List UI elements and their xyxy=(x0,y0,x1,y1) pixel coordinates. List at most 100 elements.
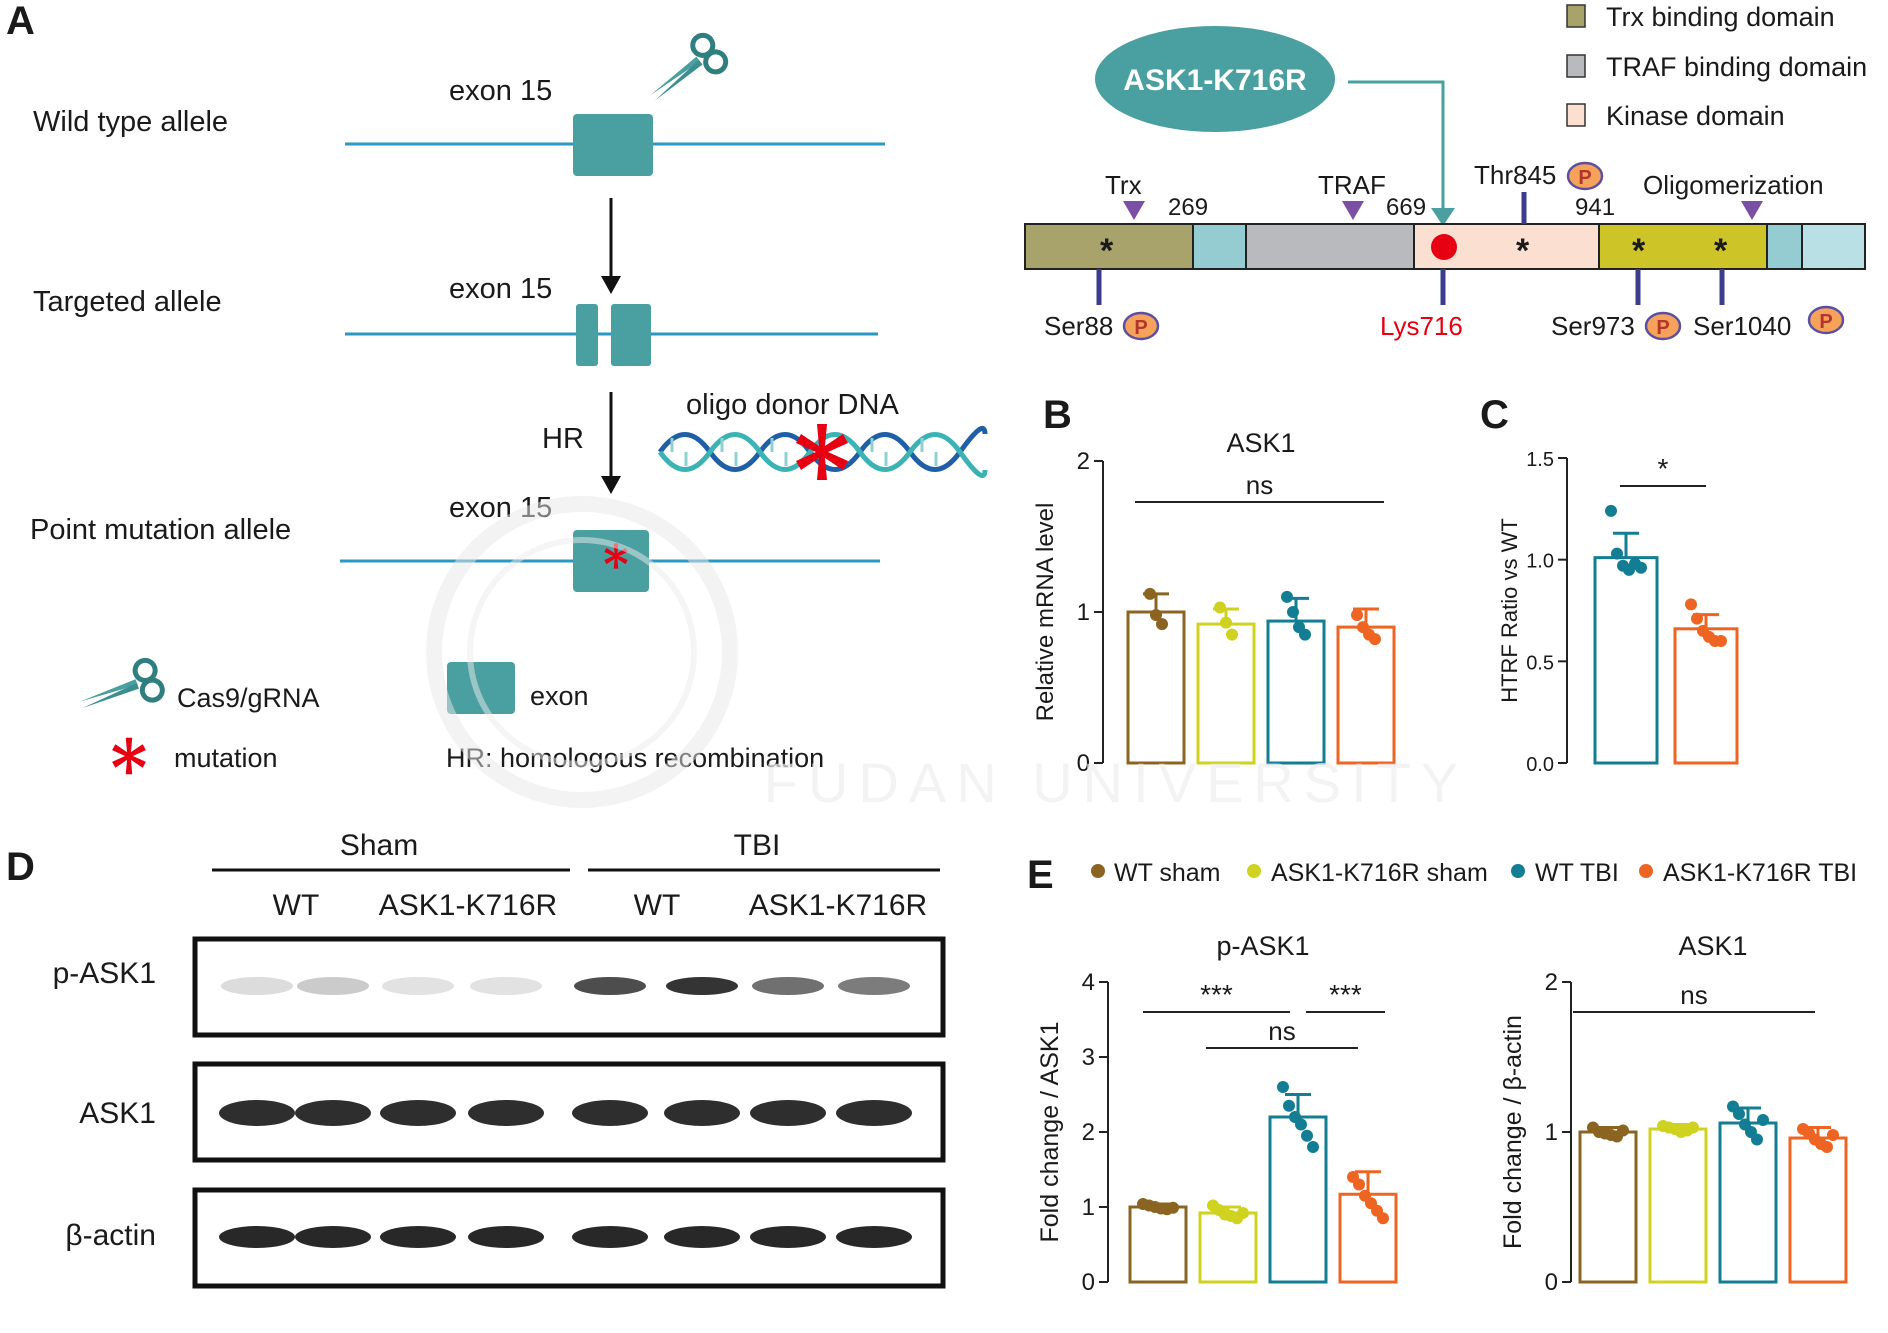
bar xyxy=(1266,619,1326,765)
data-point xyxy=(1353,1178,1365,1191)
legend-cas9-label: Cas9/gRNA xyxy=(177,683,320,713)
significance-label: ns xyxy=(1680,980,1707,1010)
y-tick-label: 1 xyxy=(1545,1119,1558,1146)
data-point xyxy=(1237,1207,1249,1219)
data-point xyxy=(1167,1201,1179,1214)
thr845-label: Thr845 xyxy=(1474,160,1556,190)
data-point xyxy=(1277,1081,1289,1093)
lane-label-k716r-tbi: ASK1-K716R xyxy=(749,889,927,922)
beta-actin-band xyxy=(836,1226,912,1248)
scissors-icon xyxy=(650,32,729,101)
y-tick-label: 0 xyxy=(1082,1269,1095,1296)
ask1-domain-bar xyxy=(1024,223,1866,270)
ser973-phospho-glyph: P xyxy=(1656,317,1669,339)
ser1040-label: Ser1040 xyxy=(1693,311,1791,341)
domain-star-trx: * xyxy=(1100,232,1114,270)
traf-label: TRAF xyxy=(1318,170,1386,200)
y-tick-label: 1 xyxy=(1077,599,1090,626)
beta-actin-band xyxy=(572,1226,648,1248)
data-point xyxy=(1281,590,1293,603)
row-label-p-ask1: p-ASK1 xyxy=(53,957,156,990)
y-tick-label: 0.5 xyxy=(1526,652,1554,674)
sham-label: Sham xyxy=(340,829,418,862)
p-ask1-band xyxy=(221,977,293,995)
tbi-label: TBI xyxy=(734,829,781,862)
ask1-band xyxy=(219,1100,295,1126)
data-point xyxy=(1605,504,1617,517)
panel-label-c: C xyxy=(1480,393,1509,437)
data-point xyxy=(1156,618,1168,631)
construct-arrow-head xyxy=(1431,208,1455,226)
domain-star-coil-1: * xyxy=(1632,232,1646,270)
lane-label-wt-sham: WT xyxy=(273,889,320,922)
data-point xyxy=(1377,1212,1389,1225)
data-point xyxy=(1611,547,1623,560)
chart-title: ASK1 xyxy=(1226,428,1295,458)
ser88-phospho-icon: P xyxy=(1122,311,1160,341)
cut-exon-right xyxy=(611,304,651,366)
data-point xyxy=(1150,609,1162,622)
row-label-beta-actin: β-actin xyxy=(65,1219,156,1252)
exon-label-1: exon 15 xyxy=(449,75,552,107)
panel-label-b: B xyxy=(1043,393,1072,437)
y-tick-label: 0 xyxy=(1545,1269,1558,1296)
legend-traf-swatch xyxy=(1566,54,1586,78)
domain-legend: Trx binding domain TRAF binding domain K… xyxy=(1566,2,1867,131)
legend-e-k716r-sham: ASK1-K716R sham xyxy=(1271,859,1488,887)
ser973-phospho-icon: P xyxy=(1644,311,1682,341)
data-point xyxy=(1715,635,1727,647)
row-label-ask1: ASK1 xyxy=(79,1097,156,1130)
bar xyxy=(1128,1205,1188,1284)
legend-e-dot-k716r-tbi xyxy=(1639,864,1653,878)
oligo-triangle-icon xyxy=(1741,201,1763,220)
y-tick-label: 0.0 xyxy=(1526,754,1554,776)
mutation-asterisk-icon xyxy=(796,424,848,480)
targeted-allele-label: Targeted allele xyxy=(33,286,222,318)
y-tick-label: 1 xyxy=(1082,1194,1095,1221)
panel-label-d: D xyxy=(6,845,35,889)
traf-triangle-icon xyxy=(1342,201,1364,220)
data-point xyxy=(1295,1118,1307,1131)
data-point xyxy=(1821,1141,1833,1153)
data-point xyxy=(1301,1129,1313,1142)
bar xyxy=(1673,627,1739,765)
hr-label: HR xyxy=(542,423,584,455)
significance-label: *** xyxy=(1329,979,1362,1010)
p-ask1-band xyxy=(574,977,646,995)
data-point xyxy=(1226,628,1238,641)
data-point xyxy=(1283,1099,1295,1112)
pos-941-label: 941 xyxy=(1575,194,1615,221)
ask1-band xyxy=(468,1100,544,1126)
data-point xyxy=(1635,561,1647,574)
p-ask1-band xyxy=(297,977,369,995)
bar xyxy=(1578,1130,1638,1284)
p-ask1-band xyxy=(382,977,454,995)
beta-actin-band xyxy=(295,1226,371,1248)
beta-actin-band xyxy=(750,1226,826,1248)
legend-kinase-swatch xyxy=(1566,103,1586,127)
significance-label: *** xyxy=(1200,979,1233,1010)
thr845-phospho-icon: P xyxy=(1566,161,1604,191)
ser1040-phospho-glyph: P xyxy=(1819,311,1832,333)
y-axis-label: HTRF Ratio vs WT xyxy=(1497,518,1522,703)
donor-dna-helix xyxy=(657,426,988,478)
point-mutation-allele-label: Point mutation allele xyxy=(30,514,291,546)
data-point xyxy=(1733,1108,1745,1120)
data-point xyxy=(1757,1114,1769,1126)
significance-label: ns xyxy=(1268,1016,1295,1046)
lane-label-wt-tbi: WT xyxy=(634,889,681,922)
bar xyxy=(1718,1121,1778,1284)
bar xyxy=(1126,610,1186,765)
lys716-label: Lys716 xyxy=(1380,311,1463,341)
oligo-donor-label: oligo donor DNA xyxy=(686,389,899,421)
legend-scissors-icon xyxy=(79,657,165,709)
oligomerization-label: Oligomerization xyxy=(1643,170,1824,200)
y-tick-label: 2 xyxy=(1077,448,1090,475)
data-point xyxy=(1827,1129,1839,1141)
ask1-band xyxy=(380,1100,456,1126)
bar xyxy=(1196,622,1256,765)
thr845-phospho-glyph: P xyxy=(1578,167,1591,189)
